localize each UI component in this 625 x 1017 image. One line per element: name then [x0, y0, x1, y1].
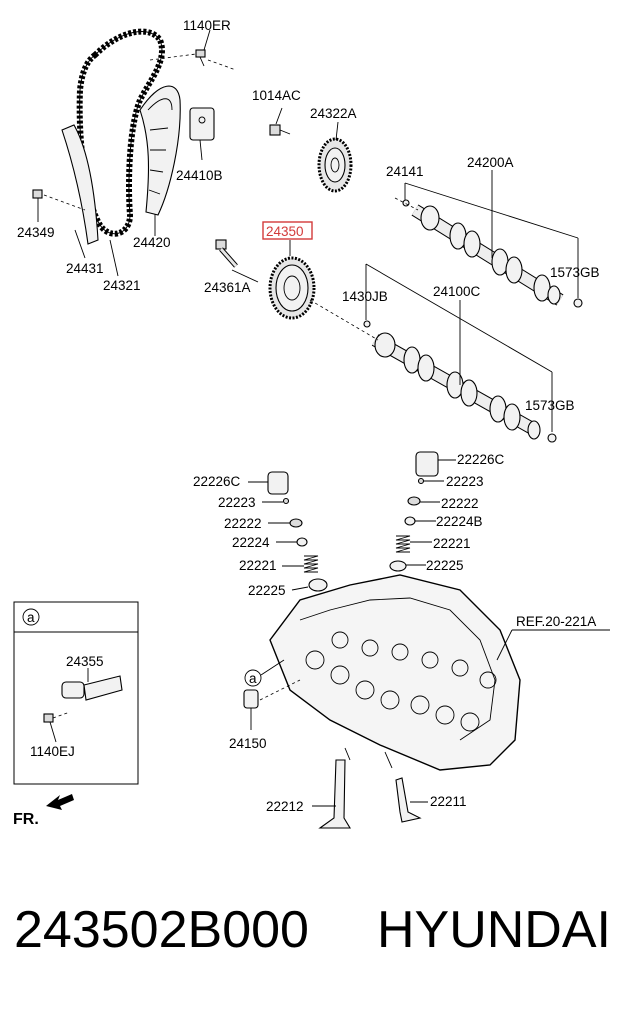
label-22223-right: 22223 [446, 474, 484, 489]
highlight-box-24350 [262, 221, 313, 240]
label-24200A: 24200A [467, 155, 514, 170]
valvetrain-group [248, 451, 456, 592]
label-22224B: 22224B [436, 514, 483, 529]
label-22212: 22212 [266, 799, 304, 814]
label-24350: 24350 [266, 224, 304, 239]
front-arrow [46, 794, 74, 810]
label-22224: 22224 [232, 535, 270, 550]
cylinder-head [269, 574, 610, 771]
camshaft-24100C [309, 299, 557, 443]
cvvt-sprocket-24350 [268, 240, 316, 320]
bolt-1140ER [149, 49, 237, 71]
label-1430JB: 1430JB [342, 289, 388, 304]
camshaft-24200A [394, 197, 583, 308]
valve-22212 [318, 759, 351, 829]
tappet-left [267, 471, 289, 495]
inset-detail [13, 601, 139, 785]
bolt-24349 [32, 189, 86, 211]
sprocket-24322A [317, 121, 353, 193]
label-1573GB-bot: 1573GB [525, 398, 575, 413]
label-callout-a: a [249, 671, 257, 686]
camshaft-group [215, 107, 583, 443]
label-22221-right: 22221 [433, 536, 471, 551]
label-22225-left: 22225 [248, 583, 286, 598]
label-fr: FR. [13, 811, 39, 828]
label-24100C: 24100C [433, 284, 481, 299]
label-ref: REF.20-221A [516, 614, 596, 629]
engine-parts-diagram: 1140ER 1014AC 24322A 24410B 24141 24200A… [13, 18, 610, 829]
label-24349: 24349 [17, 225, 55, 240]
spring-right [395, 535, 411, 553]
tensioner-arm-24420 [139, 85, 181, 216]
valve-22211 [395, 777, 422, 823]
label-24431: 24431 [66, 261, 104, 276]
tensioner-24410B [189, 107, 215, 141]
label-22225-right: 22225 [426, 558, 464, 573]
brand-name: HYUNDAI [376, 901, 611, 959]
label-22222-left: 22222 [224, 516, 262, 531]
label-22221-left: 22221 [239, 558, 277, 573]
label-inset-a: a [27, 610, 35, 625]
label-24361A: 24361A [204, 280, 251, 295]
label-24322A: 24322A [310, 106, 357, 121]
callout-a-circle [244, 669, 262, 687]
labels: 1140ER 1014AC 24322A 24410B 24141 24200A… [13, 18, 600, 828]
tappet-right [415, 451, 439, 477]
label-22223-left: 22223 [218, 495, 256, 510]
solenoid-24355 [61, 668, 123, 701]
timing-chain-group [32, 28, 237, 277]
bolt-24361A [215, 239, 259, 283]
label-24420: 24420 [133, 235, 171, 250]
label-1014AC: 1014AC [252, 88, 301, 103]
valves [312, 747, 428, 829]
footer: 243502B000 HYUNDAI [0, 900, 625, 980]
label-22211: 22211 [430, 794, 467, 809]
chain-guide-24431 [61, 124, 99, 245]
bolt-1140EJ [43, 711, 71, 743]
label-24141: 24141 [386, 164, 424, 179]
label-22222-right: 22222 [441, 496, 479, 511]
ocv-24150 [243, 659, 301, 730]
bolt-1014AC [269, 124, 281, 136]
label-22226C-right: 22226C [457, 452, 505, 467]
label-24321: 24321 [103, 278, 141, 293]
label-24355: 24355 [66, 654, 104, 669]
label-1140EJ: 1140EJ [30, 744, 75, 759]
label-1573GB-top: 1573GB [550, 265, 600, 280]
part-number: 243502B000 [14, 901, 309, 959]
spring-left [303, 555, 319, 573]
label-1140ER: 1140ER [183, 18, 231, 33]
label-22226C-left: 22226C [193, 474, 241, 489]
label-24410B: 24410B [176, 168, 223, 183]
label-24150: 24150 [229, 736, 267, 751]
